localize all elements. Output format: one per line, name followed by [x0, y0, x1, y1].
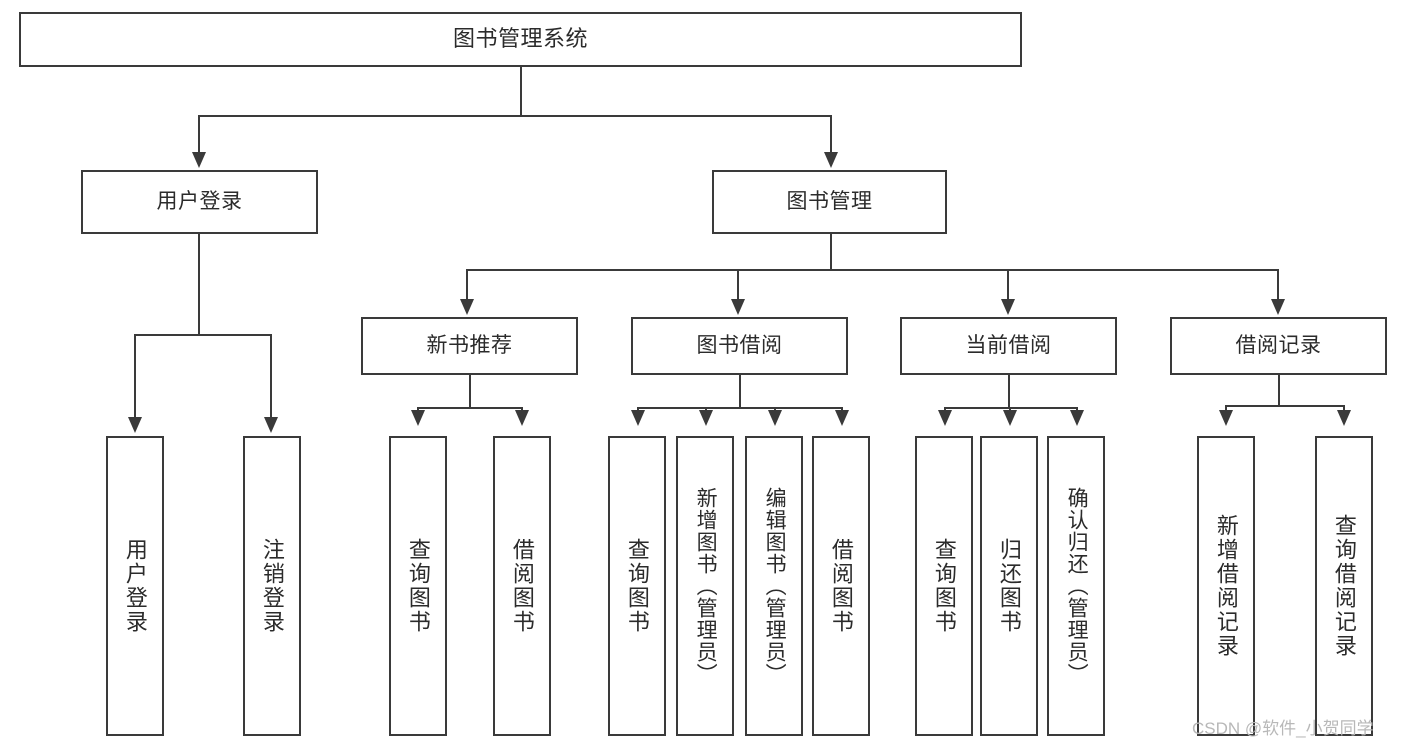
arrowhead-current-1 — [938, 410, 952, 426]
node-label: 用户登录 — [156, 190, 243, 214]
arrowhead-record-2 — [1337, 410, 1351, 426]
arrowhead-borrow-2 — [699, 410, 713, 426]
node-leaf-return-book[interactable]: 归还图书 — [980, 436, 1038, 736]
arrowhead-tier3-1 — [460, 299, 474, 315]
node-leaf-borrow-book[interactable]: 借阅图书 — [812, 436, 870, 736]
node-leaf-query-borrow-record[interactable]: 查询借阅记录 — [1315, 436, 1373, 736]
node-leaf-borrow-query-book[interactable]: 查询图书 — [608, 436, 666, 736]
arrowhead-to-user-login — [192, 152, 206, 168]
edge-tier3-bus — [466, 269, 1279, 271]
arrowhead-user-login-2 — [264, 417, 278, 433]
edge-borrow-bus — [637, 407, 842, 409]
edge-record-stem — [1278, 375, 1280, 406]
edge-recommend-stem — [469, 375, 471, 408]
arrowhead-current-2 — [1003, 410, 1017, 426]
node-label: 归还图书 — [996, 538, 1022, 634]
node-label: 注销登录 — [259, 538, 285, 634]
watermark: CSDN @软件_小贺同学 — [1192, 719, 1374, 738]
edge-recommend-bus — [417, 407, 522, 409]
node-label: 查询图书 — [931, 538, 957, 634]
arrowhead-user-login-1 — [128, 417, 142, 433]
edge-record-bus — [1225, 405, 1344, 407]
node-leaf-user-login[interactable]: 用户登录 — [106, 436, 164, 736]
edge-user-login-drop-1 — [134, 334, 136, 418]
node-leaf-logout[interactable]: 注销登录 — [243, 436, 301, 736]
arrowhead-borrow-3 — [768, 410, 782, 426]
node-leaf-current-query-book[interactable]: 查询图书 — [915, 436, 973, 736]
node-label: 用户登录 — [122, 538, 148, 634]
node-label: 新增图书（管理员） — [694, 487, 718, 685]
node-leaf-add-book-admin[interactable]: 新增图书（管理员） — [676, 436, 734, 736]
node-borrow-record[interactable]: 借阅记录 — [1170, 317, 1387, 375]
arrowhead-tier3-4 — [1271, 299, 1285, 315]
edge-tier3-drop-1 — [466, 269, 468, 300]
node-current-borrow[interactable]: 当前借阅 — [900, 317, 1117, 375]
node-label: 查询图书 — [624, 538, 650, 634]
arrowhead-current-3 — [1070, 410, 1084, 426]
edge-book-mgmt-stem — [830, 234, 832, 270]
node-label: 图书管理系统 — [452, 26, 588, 52]
node-label: 确认归还（管理员） — [1065, 487, 1089, 685]
edge-user-login-stem — [198, 234, 200, 335]
arrowhead-to-book-mgmt — [824, 152, 838, 168]
edge-tier2-bus — [198, 115, 832, 117]
edge-borrow-stem — [739, 375, 741, 408]
arrowhead-recommend-1 — [411, 410, 425, 426]
node-label: 当前借阅 — [965, 334, 1052, 358]
edge-current-stem — [1008, 375, 1010, 408]
node-leaf-edit-book-admin[interactable]: 编辑图书（管理员） — [745, 436, 803, 736]
edge-user-login-bus — [134, 334, 271, 336]
arrowhead-tier3-3 — [1001, 299, 1015, 315]
edge-to-book-mgmt — [830, 115, 832, 153]
edge-root-stem — [520, 67, 522, 115]
node-book-management[interactable]: 图书管理 — [712, 170, 947, 234]
node-leaf-recommend-query-book[interactable]: 查询图书 — [389, 436, 447, 736]
node-label: 图书借阅 — [696, 334, 783, 358]
node-user-login[interactable]: 用户登录 — [81, 170, 318, 234]
edge-user-login-drop-2 — [270, 334, 272, 418]
arrowhead-record-1 — [1219, 410, 1233, 426]
node-new-book-recommend[interactable]: 新书推荐 — [361, 317, 578, 375]
node-leaf-add-borrow-record[interactable]: 新增借阅记录 — [1197, 436, 1255, 736]
node-label: 新书推荐 — [426, 334, 513, 358]
node-label: 查询图书 — [405, 538, 431, 634]
node-label: 借阅图书 — [509, 538, 535, 634]
edge-tier3-drop-2 — [737, 269, 739, 300]
arrowhead-tier3-2 — [731, 299, 745, 315]
edge-to-user-login — [198, 115, 200, 153]
edge-tier3-drop-4 — [1277, 269, 1279, 300]
arrowhead-borrow-4 — [835, 410, 849, 426]
node-root-system[interactable]: 图书管理系统 — [19, 12, 1022, 67]
node-label: 借阅记录 — [1235, 334, 1322, 358]
edge-tier3-drop-3 — [1007, 269, 1009, 300]
node-label: 图书管理 — [786, 190, 873, 214]
node-leaf-confirm-return-admin[interactable]: 确认归还（管理员） — [1047, 436, 1105, 736]
node-leaf-recommend-borrow-book[interactable]: 借阅图书 — [493, 436, 551, 736]
arrowhead-recommend-2 — [515, 410, 529, 426]
node-label: 新增借阅记录 — [1213, 514, 1239, 658]
arrowhead-borrow-1 — [631, 410, 645, 426]
node-book-borrow[interactable]: 图书借阅 — [631, 317, 848, 375]
node-label: 编辑图书（管理员） — [763, 487, 787, 685]
node-label: 借阅图书 — [828, 538, 854, 634]
node-label: 查询借阅记录 — [1331, 514, 1357, 658]
